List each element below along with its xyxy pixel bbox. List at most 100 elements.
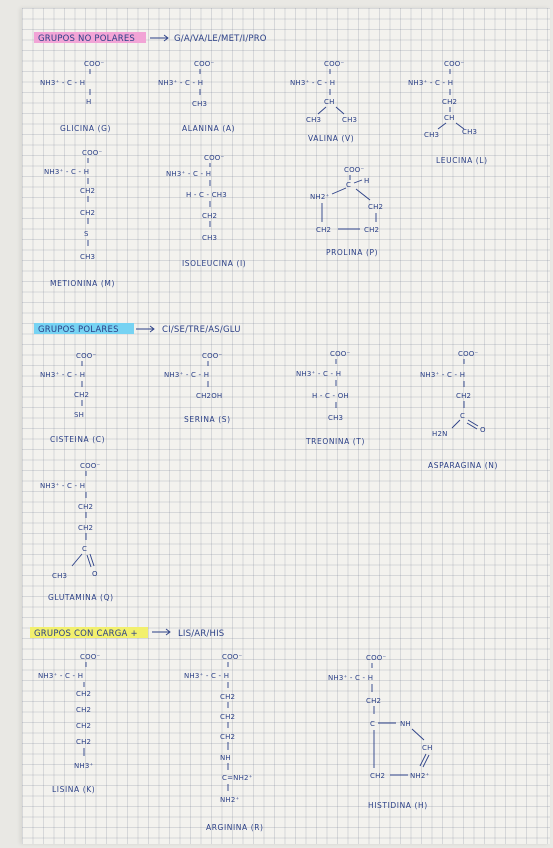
svg-text:CH2: CH2 <box>76 706 91 714</box>
structure-threonine: COO⁻ NH3⁺ - C - H H - C - OH CH3 TREONIN… <box>296 350 365 446</box>
structure-serine: COO⁻ NH3⁺ - C - H CH2OH SERINA (S) <box>164 352 230 424</box>
structure-arginine: COO⁻ NH3⁺ - C - H CH2 CH2 CH2 NH C=NH2⁺ … <box>184 653 263 832</box>
label-lysine: LISINA (K) <box>52 785 95 794</box>
svg-text:CH3: CH3 <box>306 116 321 124</box>
svg-text:CH2OH: CH2OH <box>196 392 222 400</box>
svg-text:CH2: CH2 <box>316 226 331 234</box>
svg-text:O: O <box>480 426 486 434</box>
svg-text:CH3: CH3 <box>462 128 477 136</box>
svg-text:C=NH2⁺: C=NH2⁺ <box>222 774 253 782</box>
section-title-charged: GRUPOS CON CARGA + <box>34 629 138 639</box>
svg-text:NH3⁺: NH3⁺ <box>74 762 94 770</box>
svg-text:CH2: CH2 <box>80 187 95 195</box>
label-valine: VALINA (V) <box>308 134 354 143</box>
svg-text:COO⁻: COO⁻ <box>444 60 465 68</box>
svg-text:NH3⁺ - C - H: NH3⁺ - C - H <box>40 79 85 87</box>
svg-text:CH3: CH3 <box>80 253 95 261</box>
svg-text:COO⁻: COO⁻ <box>366 654 387 662</box>
svg-text:CH2: CH2 <box>202 212 217 220</box>
label-asparagine: ASPARAGINA (N) <box>428 461 498 470</box>
section-list-charged: LIS/AR/HIS <box>178 629 224 639</box>
svg-text:H - C - OH: H - C - OH <box>312 392 349 400</box>
label-proline: PROLINA (P) <box>326 248 378 257</box>
svg-text:COO⁻: COO⁻ <box>80 653 101 661</box>
label-threonine: TREONINA (T) <box>305 437 365 446</box>
structure-lysine: COO⁻ NH3⁺ - C - H CH2 CH2 CH2 CH2 NH3⁺ L… <box>38 653 101 794</box>
svg-text:COO⁻: COO⁻ <box>330 350 351 358</box>
label-leucine: LEUCINA (L) <box>436 156 488 165</box>
structure-leucine: COO⁻ NH3⁺ - C - H CH2 CH CH3 CH3 LEUCINA… <box>408 60 488 165</box>
svg-text:NH3⁺ - C - H: NH3⁺ - C - H <box>44 168 89 176</box>
svg-text:COO⁻: COO⁻ <box>194 60 215 68</box>
svg-text:COO⁻: COO⁻ <box>76 352 97 360</box>
svg-text:SH: SH <box>74 411 84 419</box>
svg-text:C: C <box>346 181 351 189</box>
svg-text:COO⁻: COO⁻ <box>202 352 223 360</box>
svg-text:C: C <box>82 545 87 553</box>
svg-text:H: H <box>364 177 369 185</box>
arrow-icon <box>135 325 155 333</box>
structure-alanine: COO⁻ NH3⁺ - C - H CH3 ALANINA (A) <box>158 60 235 133</box>
label-alanine: ALANINA (A) <box>182 124 235 133</box>
svg-text:CH3: CH3 <box>202 234 217 242</box>
svg-text:NH3⁺ - C - H: NH3⁺ - C - H <box>40 482 85 490</box>
svg-text:NH: NH <box>220 754 231 762</box>
svg-text:NH3⁺ - C - H: NH3⁺ - C - H <box>184 672 229 680</box>
svg-text:CH2: CH2 <box>76 738 91 746</box>
svg-text:S: S <box>84 230 89 238</box>
svg-text:NH3⁺ - C - H: NH3⁺ - C - H <box>40 371 85 379</box>
svg-text:CH3: CH3 <box>424 131 439 139</box>
svg-text:COO⁻: COO⁻ <box>80 462 101 470</box>
label-methionine: METIONINA (M) <box>50 279 115 288</box>
svg-text:NH2⁺: NH2⁺ <box>410 772 430 780</box>
svg-text:CH3: CH3 <box>328 414 343 422</box>
svg-text:CH: CH <box>422 744 433 752</box>
svg-text:C: C <box>460 412 465 420</box>
svg-text:CH: CH <box>444 114 455 122</box>
svg-text:COO⁻: COO⁻ <box>324 60 345 68</box>
svg-text:H - C - CH3: H - C - CH3 <box>186 191 227 199</box>
svg-text:H: H <box>86 98 91 106</box>
svg-text:COO⁻: COO⁻ <box>84 60 105 68</box>
label-cysteine: CISTEINA (C) <box>50 435 105 444</box>
svg-text:CH2: CH2 <box>220 713 235 721</box>
svg-text:C: C <box>370 720 375 728</box>
section-list-nonpolar: G/A/VA/LE/MET/I/PRO <box>174 34 267 44</box>
svg-text:NH3⁺ - C - H: NH3⁺ - C - H <box>420 371 465 379</box>
structure-isoleucine: COO⁻ NH3⁺ - C - H H - C - CH3 CH2 CH3 IS… <box>166 154 246 268</box>
section-list-polar: CI/SE/TRE/AS/GLU <box>162 325 241 335</box>
svg-text:NH3⁺ - C - H: NH3⁺ - C - H <box>328 674 373 682</box>
svg-text:NH3⁺ - C - H: NH3⁺ - C - H <box>38 672 83 680</box>
section-title-polar: GRUPOS POLARES <box>38 325 119 335</box>
svg-text:CH3: CH3 <box>52 572 67 580</box>
svg-text:NH3⁺ - C - H: NH3⁺ - C - H <box>408 79 453 87</box>
structure-glycine: COO⁻ NH3⁺ - C - H H GLICINA (G) <box>40 60 111 133</box>
svg-text:CH: CH <box>324 98 335 106</box>
svg-text:CH2: CH2 <box>442 98 457 106</box>
arrow-icon <box>149 34 169 42</box>
svg-text:CH3: CH3 <box>342 116 357 124</box>
svg-text:NH3⁺ - C - H: NH3⁺ - C - H <box>158 79 203 87</box>
svg-text:O: O <box>92 570 98 578</box>
svg-text:H2N: H2N <box>432 430 448 438</box>
svg-text:COO⁻: COO⁻ <box>82 149 103 157</box>
svg-text:CH2: CH2 <box>220 733 235 741</box>
highlight-nonpolar <box>34 32 146 43</box>
structure-valine: COO⁻ NH3⁺ - C - H CH CH3 CH3 VALINA (V) <box>290 60 357 143</box>
structure-methionine: COO⁻ NH3⁺ - C - H CH2 CH2 S CH3 METIONIN… <box>44 149 115 288</box>
label-glycine: GLICINA (G) <box>60 124 111 133</box>
svg-text:CH2: CH2 <box>220 693 235 701</box>
svg-text:NH3⁺ - C - H: NH3⁺ - C - H <box>290 79 335 87</box>
highlight-polar <box>34 323 134 334</box>
highlight-charged <box>30 627 148 638</box>
label-isoleucine: ISOLEUCINA (I) <box>182 259 246 268</box>
svg-text:CH2: CH2 <box>78 524 93 532</box>
svg-text:CH2: CH2 <box>456 392 471 400</box>
svg-text:CH2: CH2 <box>78 503 93 511</box>
notebook-page <box>22 8 550 844</box>
svg-text:CH2: CH2 <box>76 690 91 698</box>
svg-text:NH2⁺: NH2⁺ <box>310 193 330 201</box>
svg-text:NH3⁺ - C - H: NH3⁺ - C - H <box>164 371 209 379</box>
structure-cysteine: COO⁻ NH3⁺ - C - H CH2 SH CISTEINA (C) <box>40 352 105 444</box>
svg-text:CH2: CH2 <box>76 722 91 730</box>
